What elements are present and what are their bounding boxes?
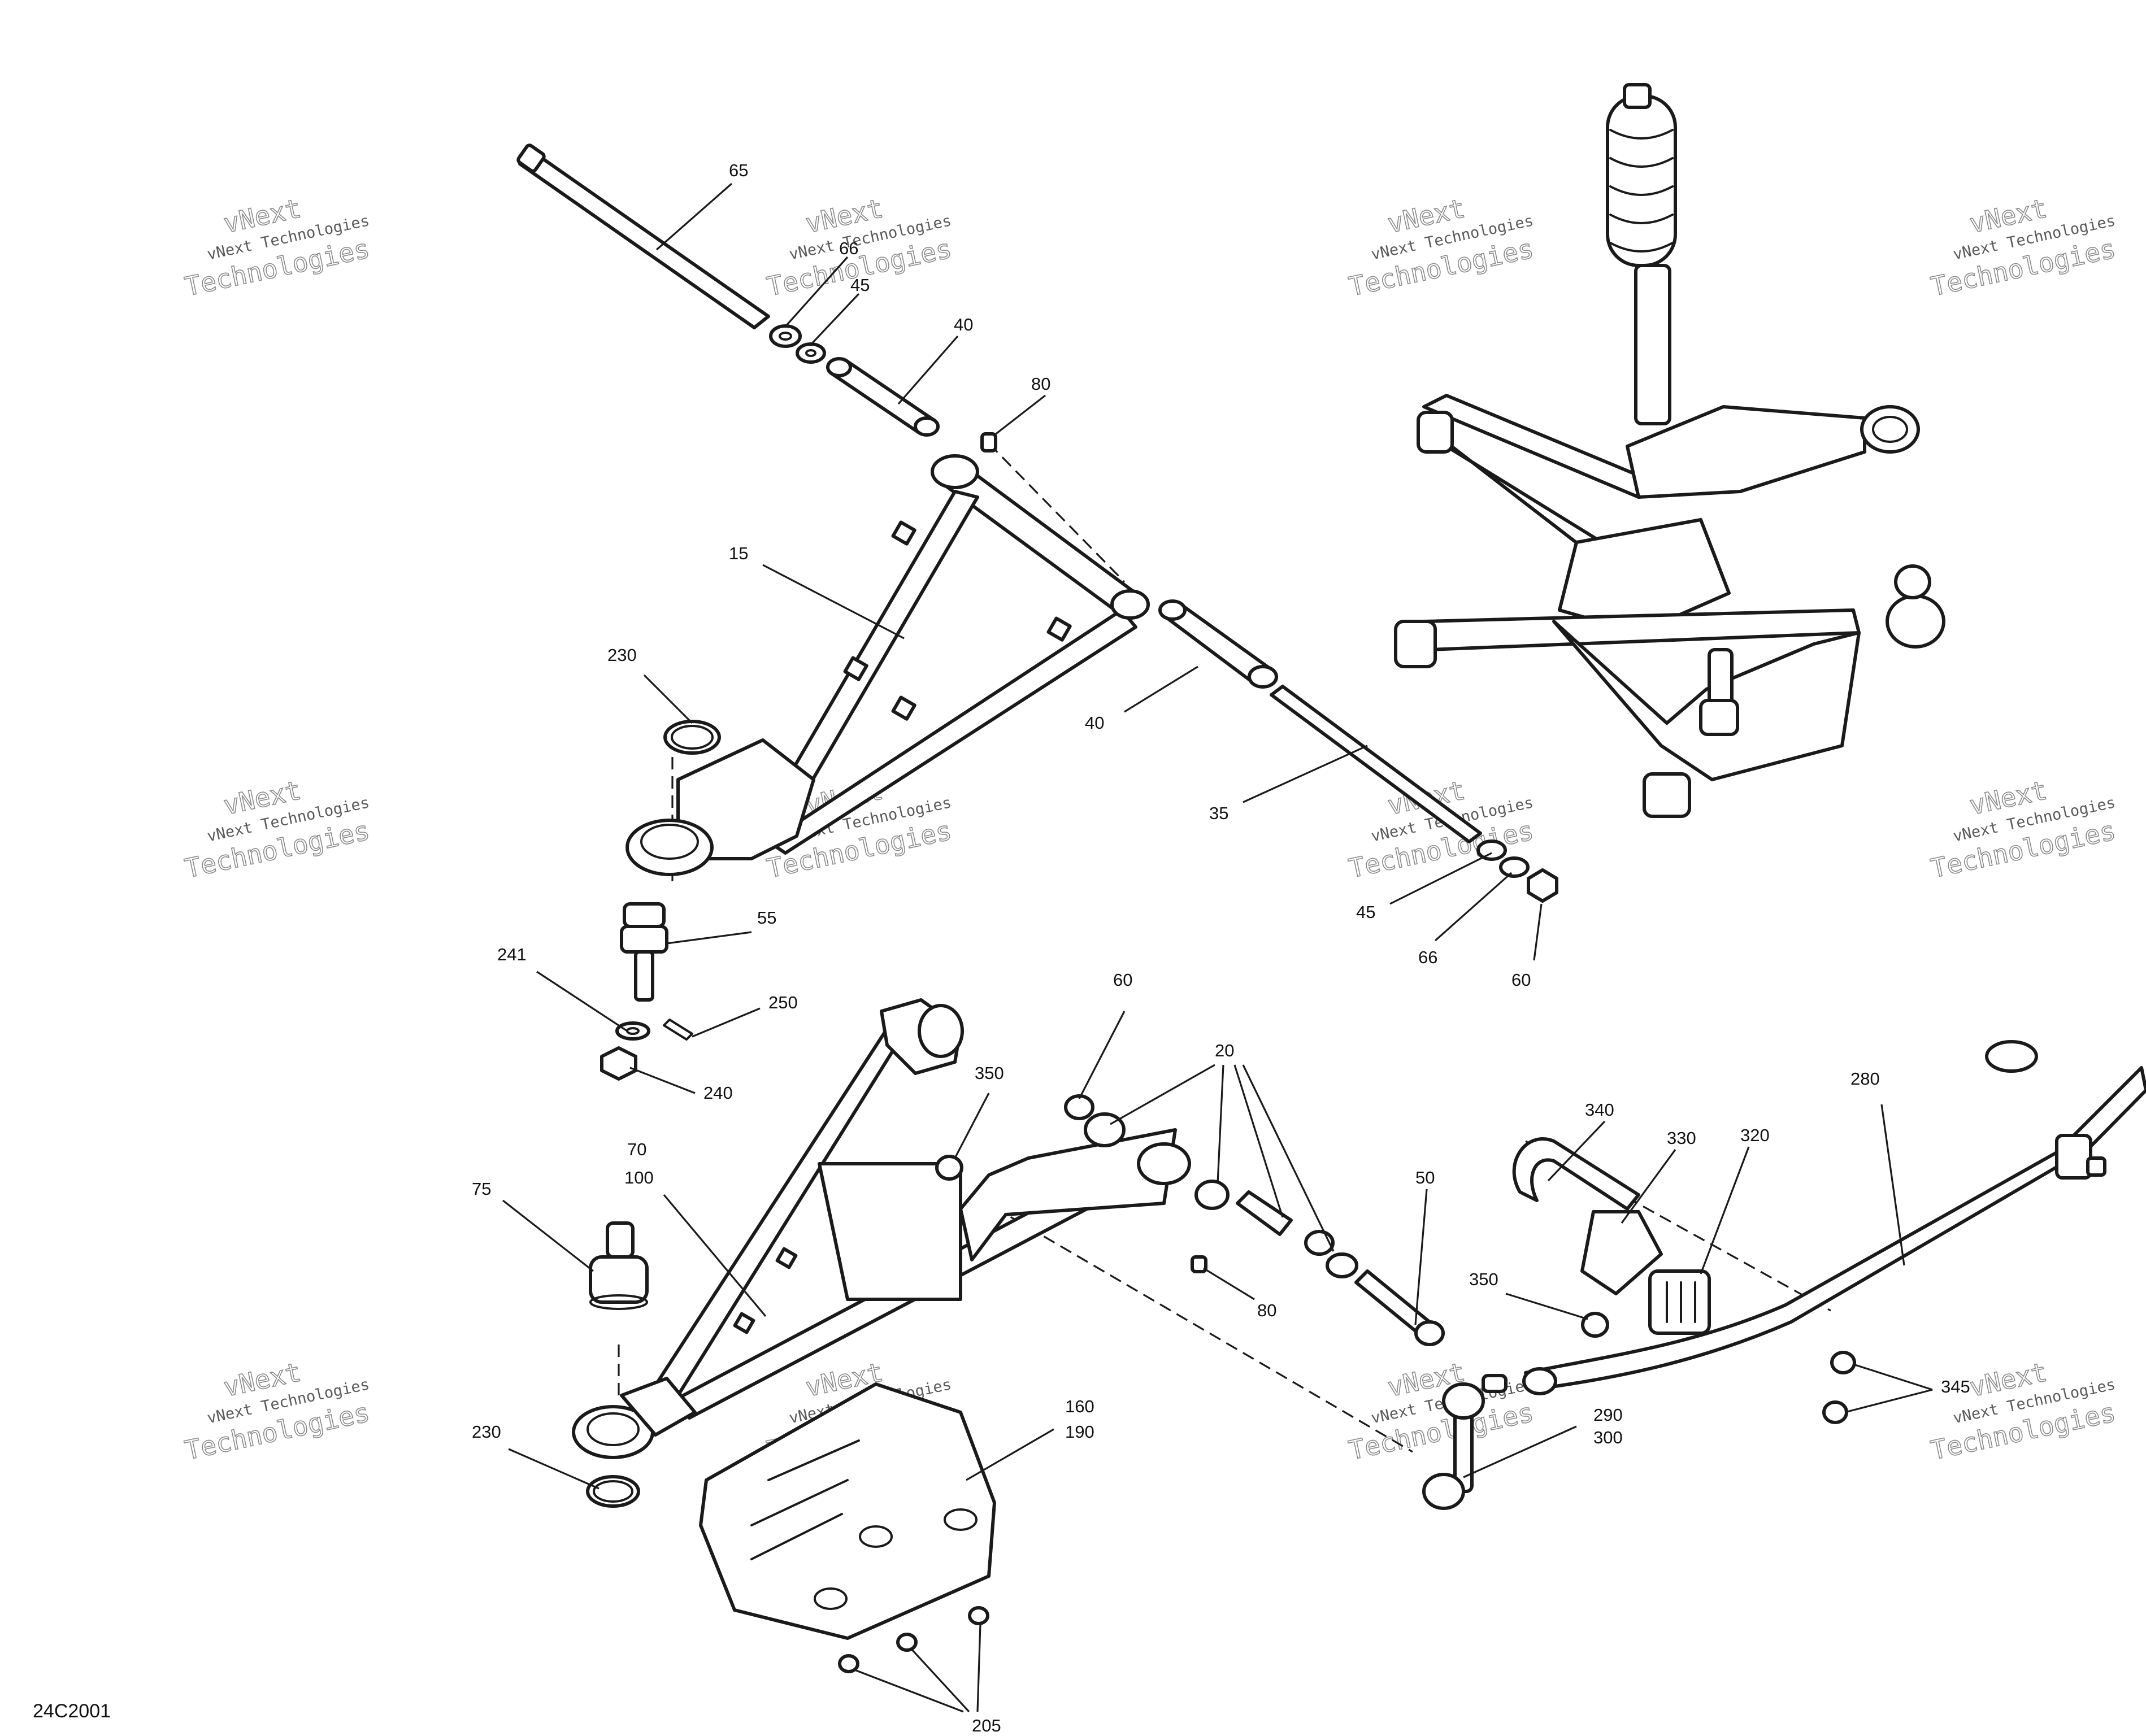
callout-40b: 40 bbox=[1085, 713, 1104, 733]
retaining-ring-230-lower bbox=[586, 1475, 640, 1508]
screws-205 bbox=[838, 1606, 989, 1673]
callout-35: 35 bbox=[1209, 803, 1228, 823]
callout-60b: 60 bbox=[1113, 970, 1132, 990]
callout-66: 66 bbox=[839, 238, 858, 258]
upper-pivot-bolt bbox=[516, 143, 770, 329]
bracket-330 bbox=[1580, 1210, 1663, 1295]
watermarks: vNext vNext Technologies Technologies vN… bbox=[182, 193, 2119, 1467]
nut-240 bbox=[600, 1046, 637, 1081]
ball-joint-55 bbox=[620, 902, 668, 1002]
callout-240: 240 bbox=[703, 1083, 733, 1103]
callout-190: 190 bbox=[1065, 1422, 1094, 1442]
callout-50: 50 bbox=[1415, 1168, 1435, 1187]
u-bolt-340 bbox=[1512, 1137, 1640, 1211]
bushing-40-lower bbox=[1158, 599, 1278, 689]
upper-a-arm bbox=[625, 454, 1150, 876]
callout-45b: 45 bbox=[1356, 902, 1375, 922]
callout-75: 75 bbox=[472, 1179, 491, 1199]
callout-55: 55 bbox=[757, 908, 776, 928]
retaining-ring-230-upper bbox=[663, 720, 721, 755]
washer-45-upper bbox=[796, 342, 826, 364]
bushing-20 bbox=[1084, 1112, 1358, 1278]
callout-290: 290 bbox=[1593, 1405, 1623, 1425]
link-290-300 bbox=[1422, 1374, 1508, 1510]
bushing-40-upper bbox=[826, 357, 940, 437]
callout-280: 280 bbox=[1850, 1069, 1880, 1089]
callout-241: 241 bbox=[497, 945, 527, 964]
callout-230: 230 bbox=[607, 645, 637, 665]
bushing-320 bbox=[1648, 1269, 1711, 1335]
grease-fitting-80-lower bbox=[1191, 1255, 1207, 1273]
nut-350-right bbox=[1581, 1312, 1609, 1338]
callout-345: 345 bbox=[1941, 1377, 1970, 1396]
grease-fitting-80-upper bbox=[980, 432, 997, 453]
callout-300: 300 bbox=[1593, 1428, 1623, 1447]
callout-160: 160 bbox=[1065, 1396, 1094, 1416]
callout-230b: 230 bbox=[472, 1422, 501, 1442]
watermark: vNext vNext Technologies Technologies bbox=[182, 1356, 373, 1467]
nut-350-left bbox=[935, 1155, 963, 1181]
callout-70: 70 bbox=[627, 1139, 646, 1159]
callout-80: 80 bbox=[1031, 374, 1050, 394]
callout-100: 100 bbox=[624, 1168, 654, 1187]
washer-66-lower bbox=[1499, 856, 1530, 878]
callout-65: 65 bbox=[729, 160, 748, 180]
callout-66b: 66 bbox=[1418, 947, 1437, 967]
watermark: vNext vNext Technologies Technologies bbox=[1928, 1356, 2119, 1467]
washer-45-lower bbox=[1476, 839, 1507, 861]
washer-66-upper bbox=[769, 324, 802, 348]
callout-60: 60 bbox=[1511, 970, 1531, 990]
callout-40: 40 bbox=[954, 315, 973, 334]
leader-lines bbox=[502, 182, 1933, 1713]
callout-15: 15 bbox=[729, 543, 748, 563]
assembled-suspension bbox=[1394, 83, 1945, 818]
watermark: vNext vNext Technologies Technologies bbox=[1928, 193, 2119, 303]
ball-joint-75 bbox=[589, 1221, 649, 1310]
watermark: vNext vNext Technologies Technologies bbox=[182, 193, 373, 303]
callout-250: 250 bbox=[768, 993, 798, 1012]
nut-60-lower bbox=[1527, 868, 1558, 903]
watermark: vNext vNext Technologies Technologies bbox=[182, 775, 373, 885]
sleeve-35 bbox=[1270, 685, 1482, 843]
sway-bar bbox=[1522, 1040, 2146, 1395]
callout-330: 330 bbox=[1667, 1128, 1696, 1148]
callout-340: 340 bbox=[1585, 1100, 1614, 1120]
nuts-345 bbox=[1822, 1351, 1856, 1424]
callout-350: 350 bbox=[975, 1063, 1004, 1083]
lower-a-arm bbox=[572, 998, 1191, 1459]
watermark: vNext vNext Technologies Technologies bbox=[1928, 775, 2119, 885]
callout-20: 20 bbox=[1215, 1041, 1234, 1060]
callout-80b: 80 bbox=[1257, 1300, 1276, 1320]
cotter-pin-250 bbox=[663, 1019, 693, 1041]
skid-plate bbox=[699, 1382, 996, 1640]
watermark: vNext vNext Technologies Technologies bbox=[1346, 1356, 1537, 1467]
watermark: vNext vNext Technologies Technologies bbox=[1346, 193, 1537, 303]
callout-320: 320 bbox=[1740, 1125, 1770, 1145]
callout-45: 45 bbox=[850, 275, 870, 295]
washer-241 bbox=[615, 1021, 650, 1041]
nut-60-mid bbox=[1064, 1094, 1094, 1120]
bolt-50 bbox=[1354, 1269, 1445, 1346]
diagram-reference-code: 24C2001 bbox=[33, 1700, 111, 1722]
callout-labels: 65 66 45 40 80 15 230 40 35 45 66 60 55 … bbox=[472, 160, 1970, 1735]
callout-205: 205 bbox=[972, 1716, 1001, 1735]
callout-350b: 350 bbox=[1469, 1269, 1498, 1289]
